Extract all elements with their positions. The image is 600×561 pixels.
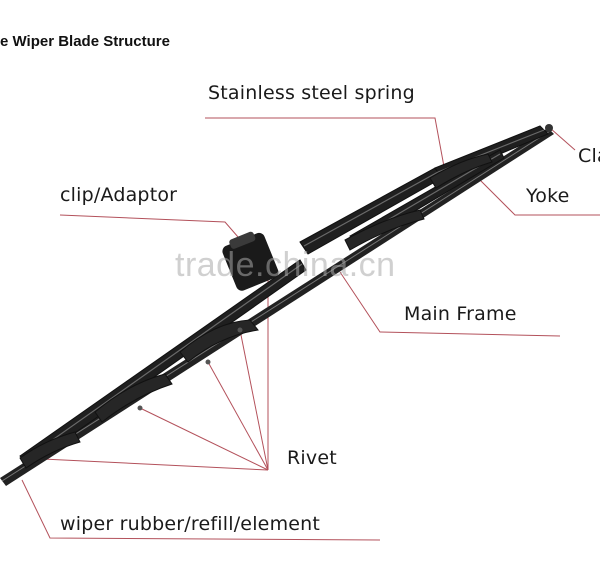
label-yoke: Yoke <box>526 185 570 207</box>
label-stainless-steel-spring: Stainless steel spring <box>208 82 415 104</box>
rivet <box>205 359 211 365</box>
rivet <box>137 405 143 411</box>
leader-lines <box>21 117 600 541</box>
leader-spring <box>205 117 446 173</box>
watermark: trade.china.cn <box>175 246 396 284</box>
end-clip <box>545 124 553 132</box>
leader-clip-right <box>549 127 576 151</box>
leader-rivet-3 <box>139 407 269 471</box>
rivets <box>137 327 243 411</box>
leader-clip-adaptor <box>59 214 246 246</box>
label-wiper-rubber: wiper rubber/refill/element <box>60 513 321 535</box>
leader-rivet-5 <box>239 329 269 471</box>
label-clip-right: Cla <box>578 145 600 167</box>
leader-main-frame <box>339 271 561 337</box>
diagram-title: e Wiper Blade Structure <box>0 33 170 50</box>
leader-rubber <box>21 479 381 541</box>
label-main-frame: Main Frame <box>404 303 517 325</box>
label-rivet: Rivet <box>287 447 337 469</box>
frame-highlights <box>23 129 545 461</box>
rivet <box>237 327 243 333</box>
label-clip-adaptor: clip/Adaptor <box>60 184 178 206</box>
leader-rivet-4 <box>21 457 269 471</box>
clip-adaptor <box>222 231 279 291</box>
leader-yoke <box>469 169 600 216</box>
leader-rivet-2 <box>207 361 269 471</box>
